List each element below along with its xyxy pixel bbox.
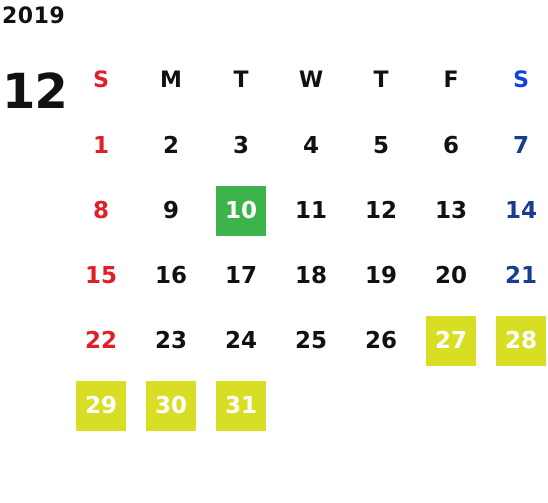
day-cell[interactable]: 11 [276,178,346,243]
day-number: 18 [294,262,327,289]
day-number: 15 [84,262,117,289]
day-number: 11 [294,197,327,224]
day-number: 9 [162,197,179,224]
day-number: 31 [216,380,266,431]
weekday-header: S [93,68,109,93]
day-number: 27 [426,315,476,366]
day-number: 1 [92,132,109,159]
weekday-header: T [373,68,389,93]
day-number: 24 [224,327,257,354]
day-number: 13 [434,197,467,224]
weekday-header: T [233,68,249,93]
weekday-header: F [443,68,459,93]
weekday-header: S [513,68,529,93]
day-cell-today[interactable]: 10 [206,178,276,243]
day-cell[interactable]: 17 [206,243,276,308]
day-cell[interactable]: 5 [346,113,416,178]
day-cell[interactable]: 8 [66,178,136,243]
day-number: 6 [442,132,459,159]
day-cell[interactable]: 18 [276,243,346,308]
day-number: 14 [504,197,537,224]
day-cell[interactable]: 26 [346,308,416,373]
day-number: 23 [154,327,187,354]
day-cell[interactable]: 9 [136,178,206,243]
day-number: 7 [512,132,529,159]
day-number: 17 [224,262,257,289]
day-cell[interactable]: 23 [136,308,206,373]
day-cell[interactable]: 4 [276,113,346,178]
day-cell[interactable]: 1 [66,113,136,178]
day-number: 26 [364,327,397,354]
day-number: 2 [162,132,179,159]
day-number: 30 [146,380,196,431]
day-number: 16 [154,262,187,289]
day-cell-holiday[interactable]: 31 [206,373,276,438]
day-cell-holiday[interactable]: 30 [136,373,206,438]
day-number: 22 [84,327,117,354]
day-number: 3 [232,132,249,159]
day-cell[interactable]: 16 [136,243,206,308]
day-cell[interactable]: 7 [486,113,548,178]
day-number: 21 [504,262,537,289]
weekday-header: M [160,68,182,93]
day-cell[interactable]: 2 [136,113,206,178]
day-cell[interactable]: 12 [346,178,416,243]
day-number: 5 [372,132,389,159]
day-number: 12 [364,197,397,224]
day-cell-holiday[interactable]: 27 [416,308,486,373]
day-number: 19 [364,262,397,289]
day-cell-holiday[interactable]: 29 [66,373,136,438]
day-number: 29 [76,380,126,431]
weekday-header: W [298,68,324,93]
day-cell[interactable]: 13 [416,178,486,243]
day-number: 8 [92,197,109,224]
day-cell[interactable]: 19 [346,243,416,308]
day-cell[interactable]: 3 [206,113,276,178]
day-number: 25 [294,327,327,354]
day-cell-holiday[interactable]: 28 [486,308,548,373]
day-cell[interactable]: 24 [206,308,276,373]
day-cell[interactable]: 20 [416,243,486,308]
year-label: 2019 [2,4,66,29]
day-cell[interactable]: 6 [416,113,486,178]
month-number: 12 [2,64,68,120]
day-cell[interactable]: 22 [66,308,136,373]
day-cell[interactable]: 15 [66,243,136,308]
day-cell[interactable]: 21 [486,243,548,308]
day-cell[interactable]: 14 [486,178,548,243]
day-number: 28 [496,315,546,366]
day-number: 10 [216,185,266,236]
day-cell[interactable]: 25 [276,308,346,373]
day-number: 4 [302,132,319,159]
day-number: 20 [434,262,467,289]
